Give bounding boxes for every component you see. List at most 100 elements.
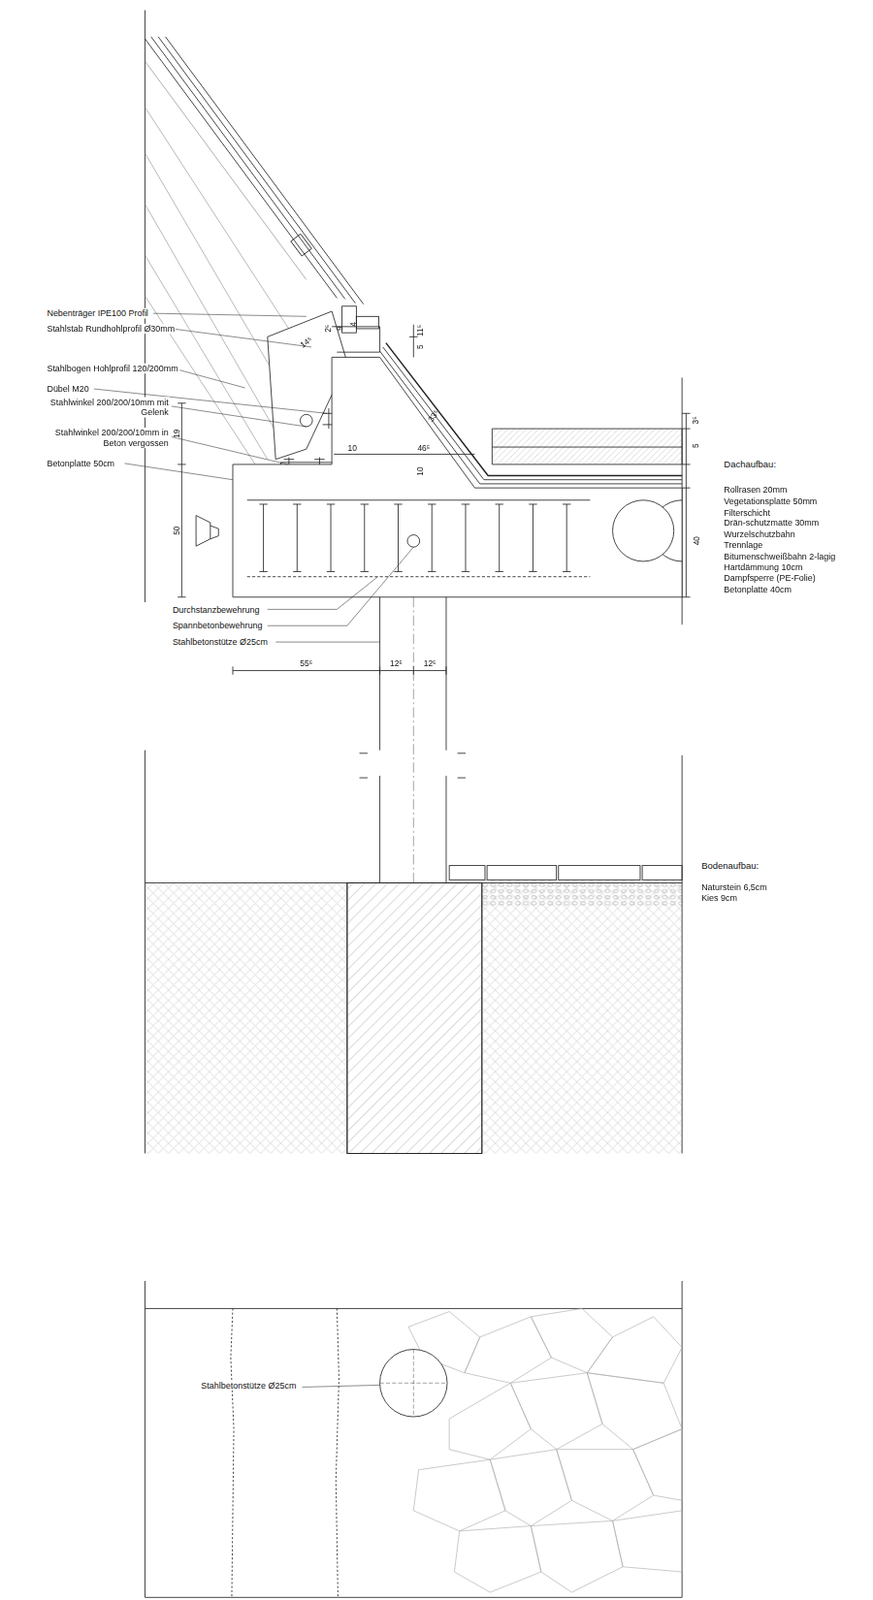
stone-outline [489, 1450, 572, 1527]
punching-rebar [393, 504, 402, 572]
part-label: Bodenaufbau: [700, 860, 760, 872]
plan-edge [144, 1281, 682, 1598]
roof-layer [383, 347, 682, 481]
part-label: Rollrasen 20mm [722, 485, 788, 496]
plan-joint [230, 1308, 340, 1598]
stone-outline [449, 1383, 531, 1460]
soil [144, 882, 682, 1154]
dimension-text: 5 [416, 343, 426, 351]
paving [642, 866, 682, 881]
stone-outline [453, 1526, 541, 1593]
dimension-text: 10 [416, 466, 426, 478]
stone-outline [413, 1459, 506, 1532]
punching-rebar [326, 504, 335, 572]
dimension-text: 33⁵ [425, 407, 443, 425]
foundation [347, 882, 483, 1154]
glass-line [144, 61, 306, 280]
punching-rebar [495, 504, 504, 572]
glass-line [151, 36, 346, 300]
detail-lines [94, 10, 691, 1599]
dimension-line [681, 413, 690, 597]
section-edge [144, 10, 146, 604]
part-label: Dampfsperre (PE-Folie) [722, 573, 817, 584]
dimension-text: 19 [171, 428, 182, 440]
roof-layer [491, 447, 682, 449]
part-label: Wurzelschutzbahn [722, 528, 797, 540]
part-label: Bitumenschweißbahn 2-lagig [722, 550, 837, 562]
part-label: Dachaufbau: [722, 459, 777, 471]
dimension-text: 5 [691, 443, 702, 451]
leader-line [267, 547, 415, 643]
stone-outline [586, 1373, 682, 1451]
part-label: Naturstein 6,5cm [700, 881, 769, 893]
rebar [247, 576, 591, 578]
part-label: Hartdämmung 10cm [722, 562, 804, 574]
paving [449, 866, 485, 881]
dimension-text: 40 [691, 535, 702, 547]
part-label: Stahlstab Rundhohlprofil Ø30mm [45, 323, 176, 335]
axis-line [413, 597, 415, 884]
part-label: Dübel M20 [45, 384, 90, 395]
stone-outline [530, 1308, 613, 1373]
punching-rebar [562, 504, 571, 572]
glass-line [158, 36, 356, 304]
part-label: Durchstanzbewehrung [171, 604, 261, 615]
natural-stone-paving [408, 1308, 682, 1593]
rebar-group [258, 504, 571, 572]
part-label: Filterschicht [722, 507, 772, 518]
pipe [613, 500, 675, 562]
insulation [491, 428, 682, 465]
axis-line [380, 1350, 448, 1418]
dimension-text: 46⁵ [416, 444, 431, 454]
concrete-slab [232, 356, 682, 597]
part-label: Betonplatte 40cm [722, 583, 793, 595]
paving [558, 866, 641, 881]
dimension-text: 10 [346, 444, 357, 454]
glass-line [165, 36, 364, 305]
column [380, 597, 447, 884]
punching-rebar [292, 504, 301, 572]
stone-outline [633, 1429, 683, 1502]
part-label: Betonplatte 50cm [45, 458, 116, 470]
gravel [482, 879, 682, 906]
part-label: Stahlbetonstütze Ø25cm [199, 1380, 297, 1391]
tendon [407, 535, 421, 549]
foundation [347, 882, 483, 1154]
roof-layer [380, 351, 683, 485]
part-label: Vegetationsplatte 50mm [722, 495, 818, 507]
stone-outline [510, 1373, 603, 1451]
dimension-text: 4 [348, 321, 358, 328]
column-plan [380, 1350, 448, 1418]
rebar [247, 499, 591, 501]
part-label: Stahlwinkel 200/200/10mm mit Gelenk [40, 396, 170, 418]
leader-line [302, 1385, 381, 1388]
part-label: Stahlbetonstütze Ø25cm [171, 637, 269, 648]
light-fixture [195, 516, 219, 548]
dimension-text: 9 [334, 325, 345, 333]
stone-outline [464, 1317, 551, 1384]
dimension-text: 11⁵ [416, 323, 426, 338]
stone-outline [556, 1450, 654, 1522]
part-label: Spannbetonbewehrung [171, 620, 264, 632]
dimension-text: 12⁵ [422, 659, 438, 670]
punching-rebar [258, 504, 267, 572]
paving [486, 866, 557, 881]
part-label: Stahlwinkel 200/200/10mm in Beton vergos… [40, 427, 170, 449]
dimension-line [333, 324, 475, 455]
dimension-text: 3⁵ [691, 416, 702, 426]
punching-rebar [360, 504, 369, 572]
part-label: Trennlage [722, 540, 764, 551]
roof-layer [386, 343, 682, 477]
dimension-text: 55⁵ [298, 659, 314, 670]
punching-rebar [461, 504, 470, 572]
dimension-text: 12⁵ [388, 659, 404, 670]
part-label: Stahlbogen Hohlprofil 120/200mm [45, 363, 179, 375]
punching-rebar [528, 504, 537, 572]
hinge [299, 414, 313, 427]
part-label: Drän-schutzmatte 30mm [722, 517, 820, 529]
dimension-line [232, 666, 447, 675]
punching-rebar [427, 504, 436, 572]
part-label: Nebenträger IPE100 Profil [45, 308, 150, 320]
glass-line [144, 38, 337, 298]
